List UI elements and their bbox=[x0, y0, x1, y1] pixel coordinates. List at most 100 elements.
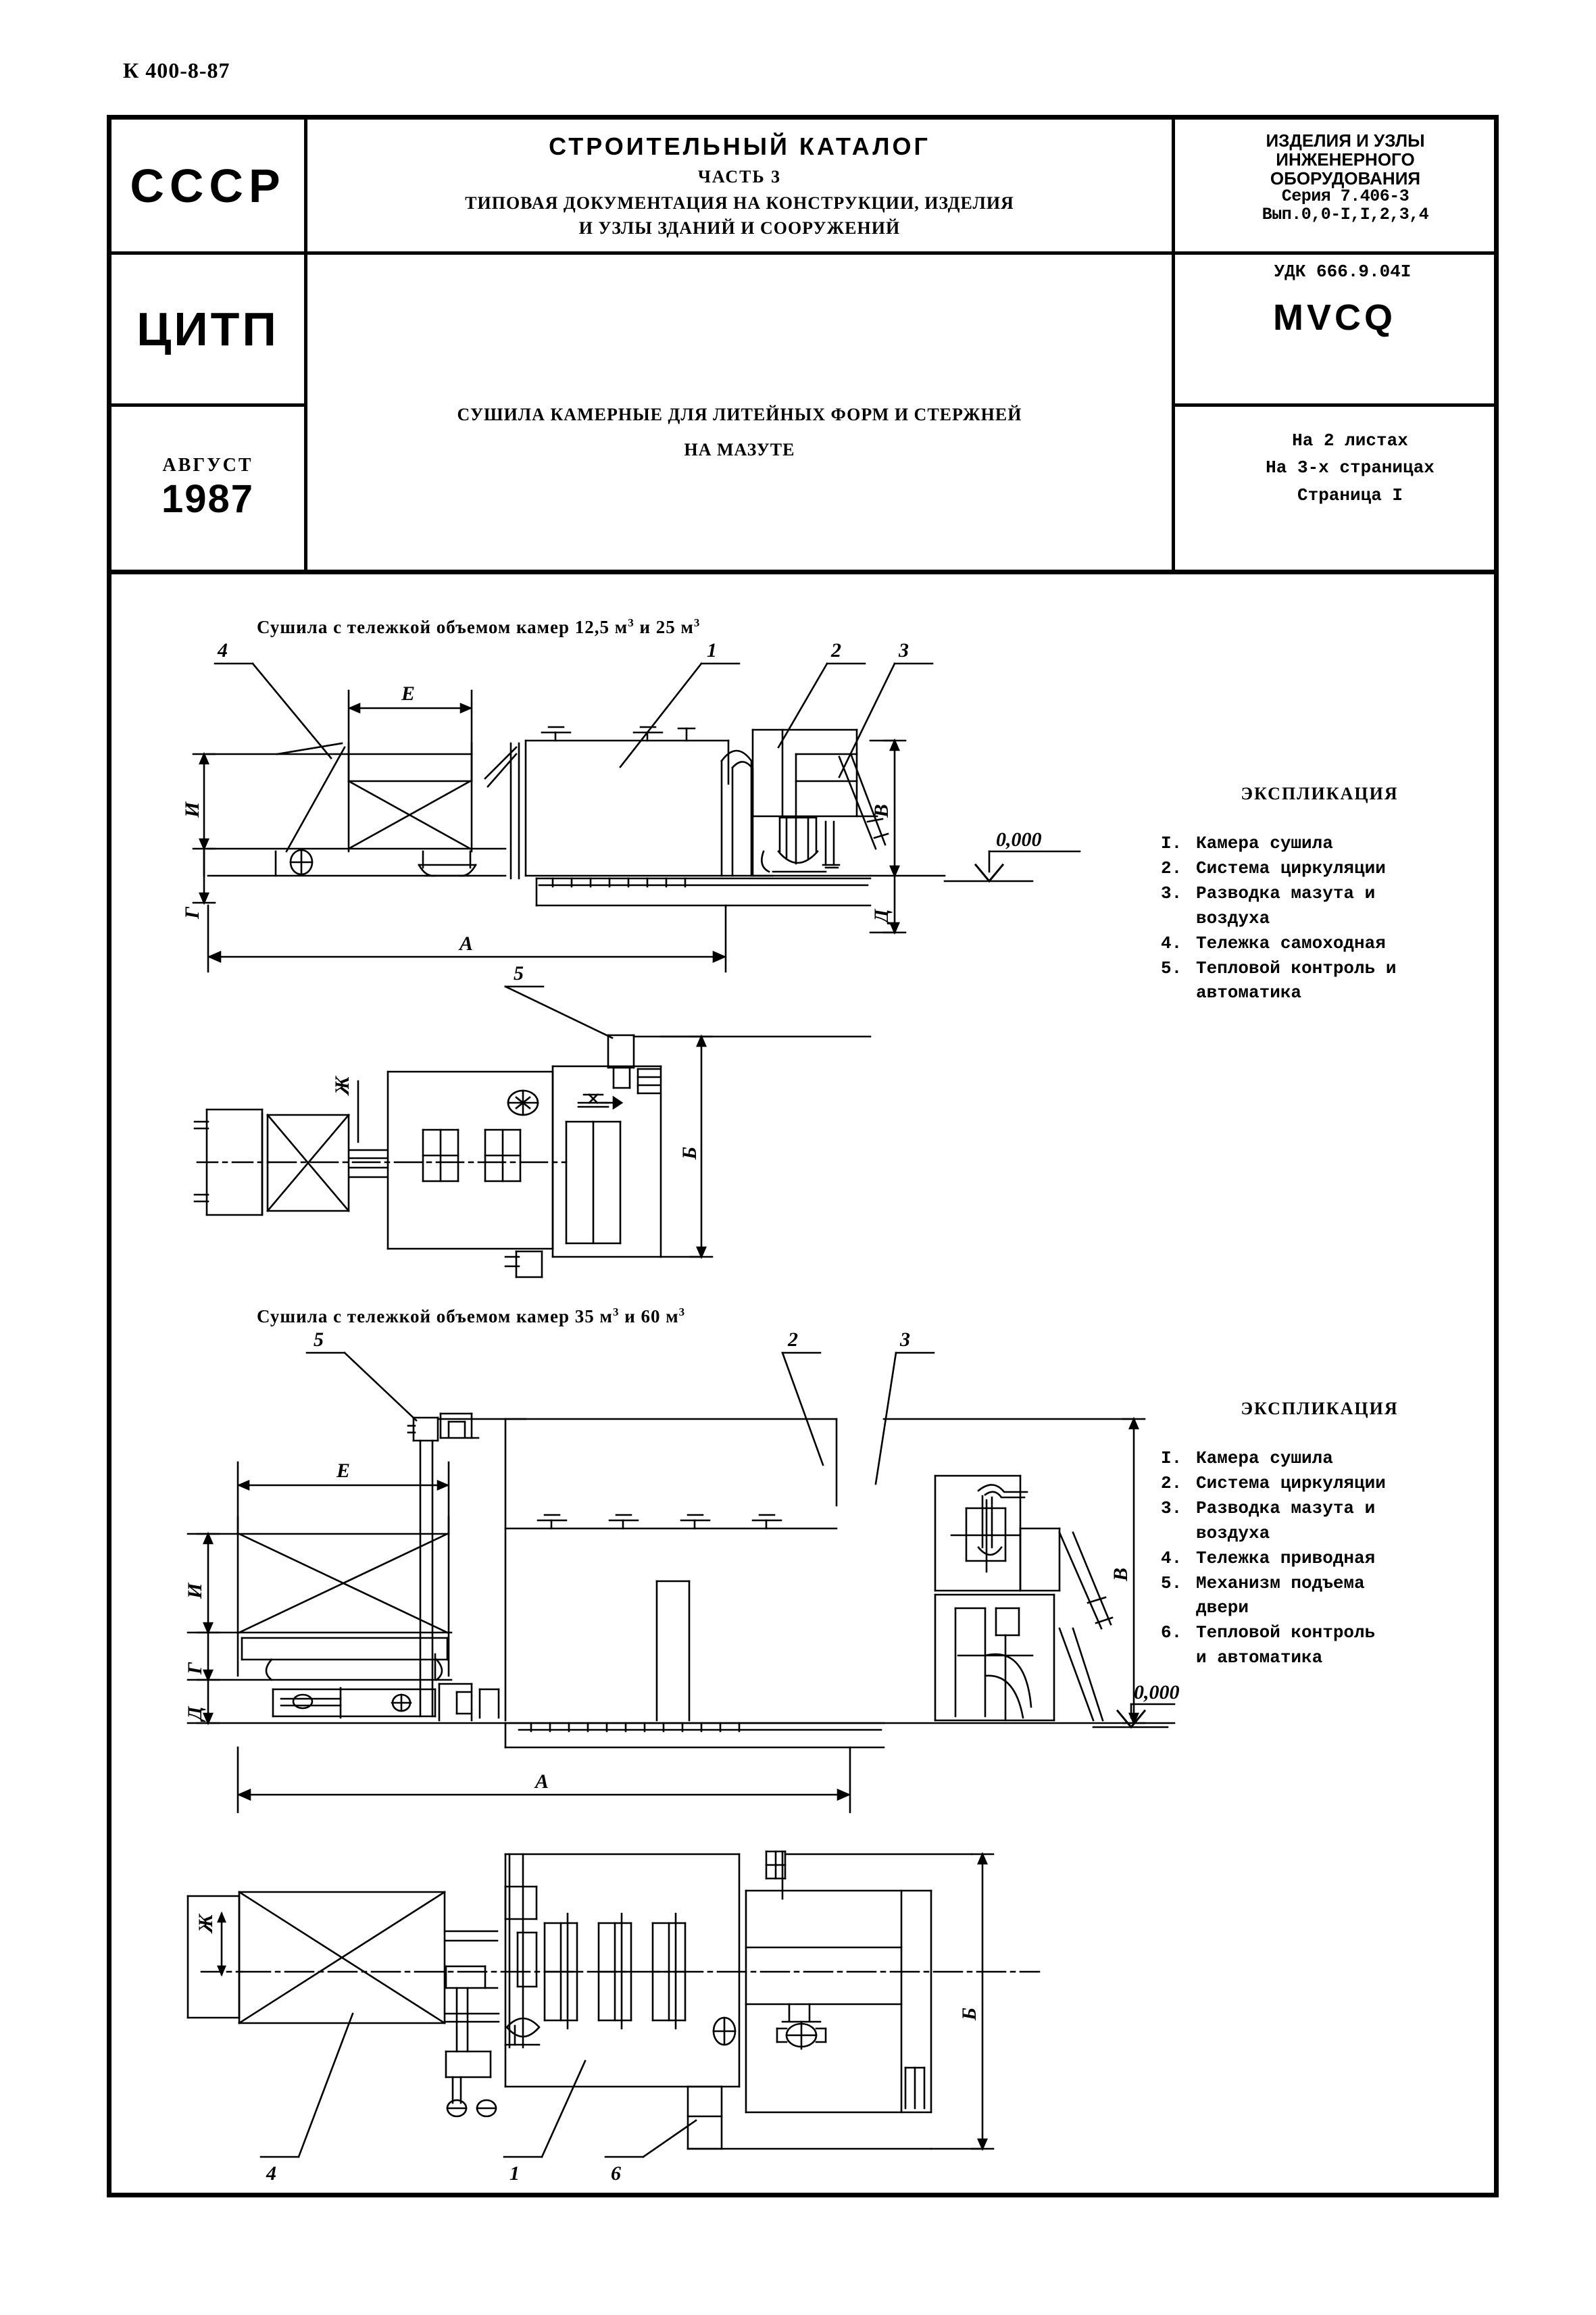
subject-line-2: НА МАЗУТЕ bbox=[684, 440, 795, 459]
legend-item-label: Камера сушила bbox=[1196, 1448, 1333, 1468]
svg-text:4: 4 bbox=[266, 2162, 276, 2185]
svg-text:2: 2 bbox=[830, 639, 841, 662]
legend-item-number: 5. bbox=[1161, 957, 1182, 978]
legend-item-label-cont: двери bbox=[1196, 1597, 1249, 1618]
legend-item-number: 2. bbox=[1161, 857, 1182, 878]
svg-text:Е: Е bbox=[401, 682, 415, 705]
chamber-body-2 bbox=[504, 1418, 885, 1749]
callout-2-leader-2: 2 bbox=[781, 1328, 824, 1466]
catalog-title: СТРОИТЕЛЬНЫЙ КАТАЛОГ bbox=[549, 132, 930, 160]
subject-cell: СУШИЛА КАМЕРНЫЕ ДЛЯ ЛИТЕЙНЫХ ФОРМ И СТЕР… bbox=[307, 255, 1175, 570]
figure-2-sup-2: 3 bbox=[678, 1305, 686, 1318]
svg-text:И: И bbox=[181, 801, 203, 818]
figure-1-sup-1: 3 bbox=[628, 616, 634, 629]
dimension-A-1: А bbox=[207, 904, 727, 973]
series-line-1: ИЗДЕЛИЯ И УЗЛЫ bbox=[1266, 130, 1425, 151]
figure-1-caption-mid: и bbox=[634, 617, 656, 637]
callout-3-leader-2: 3 bbox=[874, 1328, 935, 1485]
svg-text:Ж: Ж bbox=[331, 1075, 353, 1096]
legend-item: 4.Тележка приводная bbox=[1161, 1546, 1478, 1571]
catalog-cell: СТРОИТЕЛЬНЫЙ КАТАЛОГ ЧАСТЬ 3 ТИПОВАЯ ДОК… bbox=[307, 120, 1175, 255]
datum-marker-1: 0,000 bbox=[943, 828, 1081, 883]
svg-text:0,000: 0,000 bbox=[1134, 1681, 1180, 1703]
callout-6-leader-2: 6 bbox=[604, 2119, 697, 2185]
legend-item-label: Разводка мазута и bbox=[1196, 1497, 1376, 1518]
figure-2-caption-prefix: Сушила с тележкой объемом камер bbox=[257, 1306, 575, 1326]
legend-item-label: Система циркуляции bbox=[1196, 857, 1386, 878]
legend-item-number: 3. bbox=[1161, 1497, 1182, 1518]
figure-1-legend-list: I.Камера сушила 2.Система циркуляции 3.Р… bbox=[1161, 831, 1478, 1005]
legend-item-number: 4. bbox=[1161, 1547, 1182, 1568]
plan-view-2 bbox=[186, 1850, 1041, 2150]
mvcq-code: MVCQ bbox=[1273, 297, 1396, 338]
dimension-B-2: Б bbox=[930, 1851, 995, 2151]
legend-item-label: Разводка мазута и bbox=[1196, 882, 1376, 903]
svg-text:Б: Б bbox=[678, 1147, 701, 1160]
svg-text:1: 1 bbox=[707, 639, 717, 662]
series-line-2: ИНЖЕНЕРНОГО bbox=[1276, 149, 1415, 170]
trolley-assembly-2 bbox=[186, 1515, 1176, 1724]
legend-item-label-cont: и автоматика bbox=[1196, 1647, 1323, 1668]
plan-view-1 bbox=[193, 1034, 872, 1278]
dimension-I-G-D-2: И Г Д bbox=[184, 1531, 220, 1726]
legend-item-number: 3. bbox=[1161, 882, 1182, 903]
series-line-3: ОБОРУДОВАНИЯ bbox=[1270, 168, 1421, 189]
svg-text:Г: Г bbox=[184, 1662, 206, 1675]
legend-item-label-cont: воздуха bbox=[1196, 907, 1270, 928]
svg-text:4: 4 bbox=[217, 639, 228, 662]
svg-text:5: 5 bbox=[514, 962, 524, 985]
callout-2-leader: 2 bbox=[777, 639, 866, 749]
figure-1-caption-prefix: Сушила с тележкой объемом камер bbox=[257, 617, 575, 637]
svg-text:Ж: Ж bbox=[195, 1913, 217, 1934]
circulation-unit-2 bbox=[934, 1474, 1114, 1722]
year-label: 1987 bbox=[161, 477, 255, 521]
institute-label: ЦИТП bbox=[136, 303, 279, 355]
svg-text:И: И bbox=[184, 1582, 206, 1599]
dimension-E-1: Е bbox=[347, 682, 473, 782]
legend-item-number: I. bbox=[1161, 1448, 1182, 1468]
institute-cell: ЦИТП bbox=[111, 255, 307, 407]
dimension-V-D-1: В Д bbox=[869, 738, 946, 935]
legend-item-number: I. bbox=[1161, 833, 1182, 853]
callout-5-leader: 5 bbox=[504, 962, 614, 1039]
circulation-duct-1 bbox=[720, 749, 754, 877]
legend-item: 3. Разводка мазута и воздуха bbox=[1161, 881, 1478, 931]
document-code: К 400-8-87 bbox=[123, 58, 230, 82]
door-lift-mechanism bbox=[407, 1412, 527, 1718]
svg-text:2: 2 bbox=[787, 1328, 798, 1351]
subject-line-1: СУШИЛА КАМЕРНЫЕ ДЛЯ ЛИТЕЙНЫХ ФОРМ И СТЕР… bbox=[457, 405, 1022, 424]
dimension-B-1: Б bbox=[659, 1034, 714, 1260]
circulation-unit-1 bbox=[751, 728, 889, 877]
chamber-body-1 bbox=[524, 726, 872, 907]
legend-item-label: Тележка самоходная bbox=[1196, 932, 1386, 953]
trolley-assembly bbox=[205, 742, 520, 880]
svg-text:Д: Д bbox=[870, 908, 893, 925]
legend-item: 4.Тележка самоходная bbox=[1161, 931, 1478, 956]
figure-2-legend-title: ЭКСПЛИКАЦИЯ bbox=[1241, 1399, 1399, 1418]
svg-text:1: 1 bbox=[509, 2162, 520, 2185]
figure-2-volume-1: 35 м bbox=[574, 1306, 613, 1326]
legend-item-label: Система циркуляции bbox=[1196, 1472, 1386, 1493]
dimension-V-2: В bbox=[882, 1416, 1146, 1726]
figure-1-legend-title: ЭКСПЛИКАЦИЯ bbox=[1241, 784, 1399, 803]
dimension-I-G-1: И Г bbox=[181, 751, 216, 920]
legend-item: 2. Система циркуляции bbox=[1161, 856, 1478, 881]
callout-4-leader-2: 4 bbox=[259, 2012, 354, 2185]
catalog-subtitle-1: ТИПОВАЯ ДОКУМЕНТАЦИЯ НА КОНСТРУКЦИИ, ИЗД… bbox=[465, 193, 1014, 213]
pages-count: На 3-х страницах bbox=[1266, 457, 1435, 478]
legend-item-label: Тепловой контроль и bbox=[1196, 957, 1397, 978]
dimension-E-2: Е bbox=[236, 1460, 450, 1535]
svg-text:А: А bbox=[534, 1770, 549, 1793]
country-cell: СССР bbox=[111, 120, 307, 255]
dimension-ZH-2: Ж bbox=[195, 1911, 226, 1977]
svg-text:Е: Е bbox=[336, 1460, 350, 1482]
figure-2-caption-mid: и bbox=[619, 1306, 641, 1326]
legend-item-label: Тепловой контроль bbox=[1196, 1622, 1376, 1643]
legend-item: 2.Система циркуляции bbox=[1161, 1471, 1478, 1496]
figure-2-legend: ЭКСПЛИКАЦИЯ I. Камера сушила 2.Система ци… bbox=[1161, 1399, 1478, 1670]
figure-1-caption: Сушила с тележкой объемом камер 12,5 м3 … bbox=[257, 616, 700, 638]
callout-3-leader: 3 bbox=[838, 639, 934, 778]
datum-marker-2: 0,000 bbox=[1092, 1681, 1180, 1729]
